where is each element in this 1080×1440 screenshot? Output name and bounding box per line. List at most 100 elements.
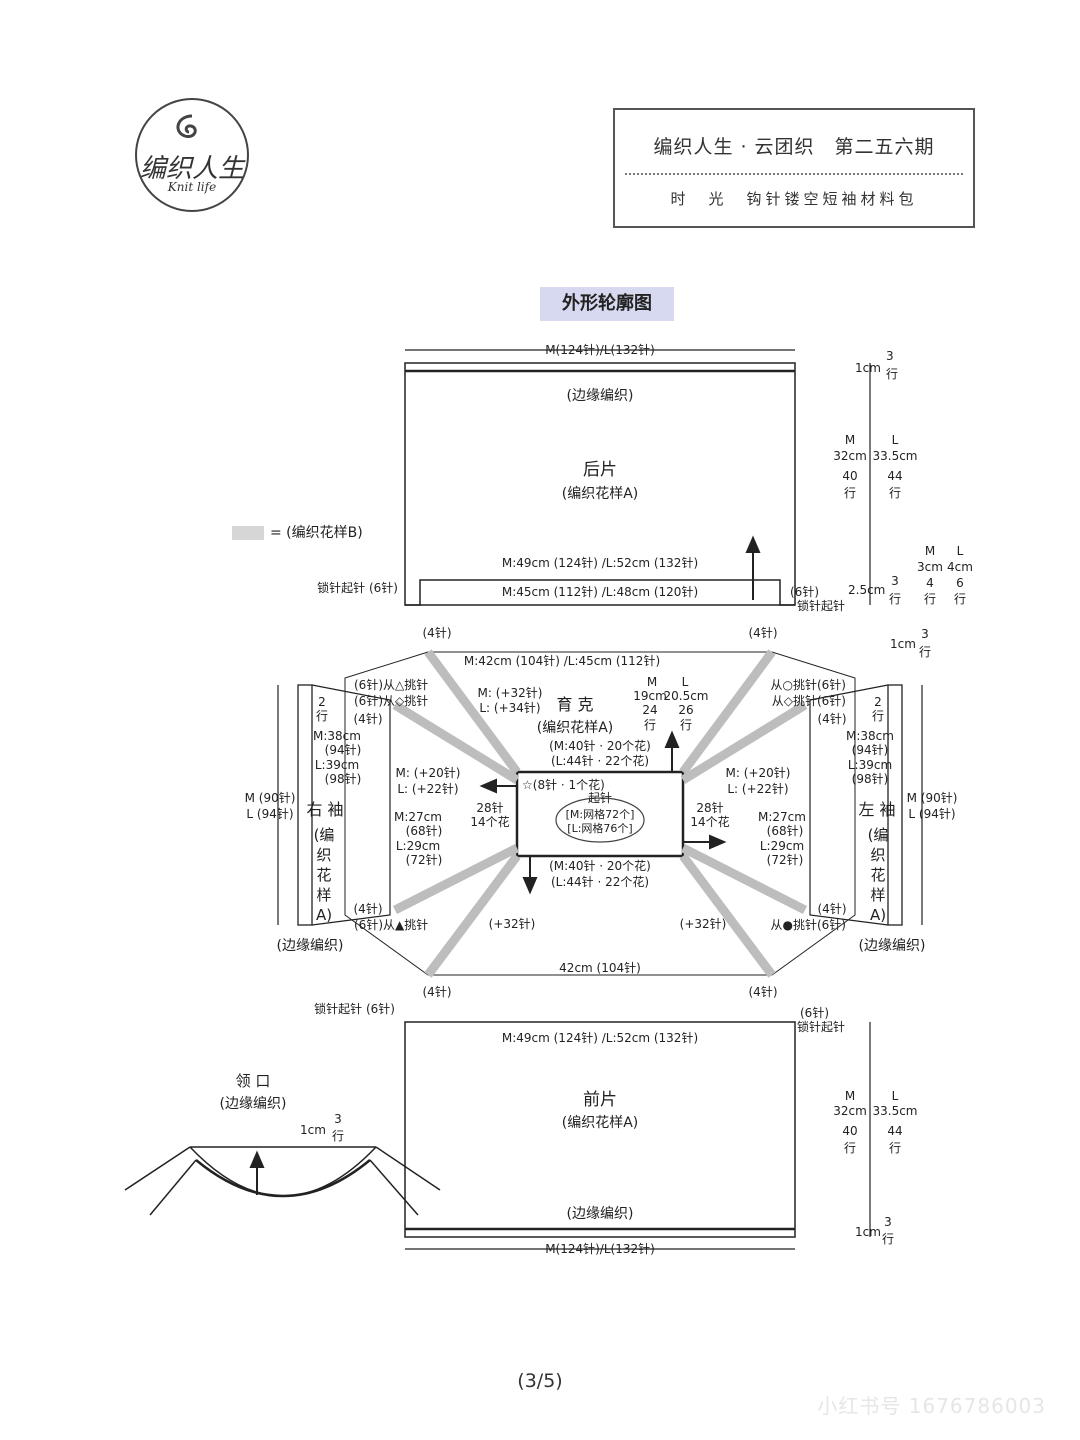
back-dim-l2-unit: 行 bbox=[954, 592, 966, 606]
left-sleeve-pattern-2: 织 bbox=[870, 846, 885, 864]
yoke-center bbox=[515, 770, 685, 858]
right-sleeve-rows: 2 bbox=[318, 695, 326, 709]
neckline-sketch bbox=[124, 1146, 441, 1216]
yoke-corner-tl: (4针) bbox=[423, 625, 452, 640]
back-dim-m-rows: 40 bbox=[842, 469, 857, 483]
front-dim-l: L bbox=[892, 1089, 899, 1103]
yoke-pattern: (编织花样A) bbox=[537, 720, 614, 736]
right-sleeve-pick3: (6针)从▲挑针 bbox=[354, 917, 428, 932]
right-sleeve-outer-l: L (94针) bbox=[246, 806, 293, 821]
right-sleeve-pick2: (6针)从◇挑针 bbox=[354, 693, 428, 708]
front-pattern: (编织花样A) bbox=[562, 1115, 639, 1131]
front-dim-unit-m: 行 bbox=[844, 1141, 856, 1155]
yoke-h-l-cm: 20.5cm bbox=[663, 689, 708, 703]
back-dim-l2-cm: 4cm bbox=[947, 560, 973, 574]
yoke-left-side2: 14个花 bbox=[470, 814, 509, 829]
back-dim-m2: M bbox=[925, 544, 935, 558]
yoke-right-inc-l: L: (+22针) bbox=[727, 781, 788, 796]
front-dim-m-rows: 40 bbox=[842, 1124, 857, 1138]
right-sleeve-l-len: L:39cm bbox=[315, 758, 359, 772]
yoke-grid-m: [M:网格72个] bbox=[566, 807, 635, 821]
yoke-h-m-rows: 24 bbox=[642, 703, 657, 717]
back-width-upper: M:49cm (124针) /L:52cm (132针) bbox=[502, 555, 698, 570]
yoke-grid-l: [L:网格76个] bbox=[567, 821, 632, 835]
left-sleeve-pattern-5: A) bbox=[870, 906, 886, 924]
yoke-bottom-width: 42cm (104针) bbox=[559, 960, 641, 975]
left-sleeve-m-len: M:38cm bbox=[846, 729, 894, 743]
right-sleeve-m-w: M:27cm bbox=[394, 810, 442, 824]
back-dim-m2-rows: 4 bbox=[926, 576, 934, 590]
back-dim-m-cm: 32cm bbox=[833, 449, 867, 463]
back-edge: (边缘编织) bbox=[567, 388, 634, 404]
back-dim-l-rows: 44 bbox=[887, 469, 902, 483]
left-sleeve-name: 左 袖 bbox=[858, 800, 895, 819]
left-sleeve-outer-l: L (94针) bbox=[908, 806, 955, 821]
yoke-right-side2: 14个花 bbox=[690, 814, 729, 829]
left-sleeve-pattern-4: 样 bbox=[870, 886, 885, 904]
left-sleeve-edge bbox=[887, 684, 903, 926]
right-sleeve-rows-unit: 行 bbox=[316, 709, 328, 723]
back-chain-right: 锁针起针 bbox=[797, 598, 845, 613]
back-top-rows: 3 bbox=[886, 349, 894, 363]
back-dim-rows-unit-m: 行 bbox=[844, 486, 856, 500]
section-title: 外形轮廓图 bbox=[540, 287, 674, 321]
right-sleeve-edge bbox=[297, 684, 313, 926]
header-subtitle: 时 光 钩针镂空短袖材料包 bbox=[670, 190, 918, 208]
front-dim-unit-l: 行 bbox=[889, 1141, 901, 1155]
back-dim-base-cm: 2.5cm bbox=[848, 583, 885, 597]
yoke-h-unit-m: 行 bbox=[644, 718, 656, 732]
yoke-inc-top-l: L: (+34针) bbox=[479, 700, 540, 715]
left-sleeve-pick3: 从●挑针(6针) bbox=[771, 917, 846, 932]
back-dim-rows-unit-l: 行 bbox=[889, 486, 901, 500]
left-sleeve-m-w-st: (68针) bbox=[767, 823, 804, 838]
yoke-h-m-cm: 19cm bbox=[633, 689, 667, 703]
back-dim-side-rows: 3 bbox=[921, 627, 929, 641]
left-sleeve-corner-top: (4针) bbox=[818, 711, 847, 726]
legend-swatch bbox=[232, 526, 264, 540]
left-sleeve-l-len: L:39cm bbox=[848, 758, 892, 772]
back-dim-m2-cm: 3cm bbox=[917, 560, 943, 574]
front-name: 前片 bbox=[583, 1090, 617, 1110]
left-sleeve-pick2: 从◇挑针(6针) bbox=[772, 693, 846, 708]
right-sleeve-pattern-2: 织 bbox=[316, 846, 331, 864]
yoke-left-side: 28针 bbox=[476, 800, 503, 815]
back-dim-l2-rows: 6 bbox=[956, 576, 964, 590]
logo-circle-icon bbox=[135, 98, 249, 212]
yoke-h-l: L bbox=[682, 675, 689, 689]
left-sleeve-m-len-st: (94针) bbox=[852, 742, 889, 757]
yoke-inner-bottom: (M:40针 · 20个花) bbox=[549, 858, 651, 873]
left-sleeve-outer-m: M (90针) bbox=[907, 790, 958, 805]
back-top-cm: 1cm bbox=[855, 361, 881, 375]
front-dim-l-rows: 44 bbox=[887, 1124, 902, 1138]
left-sleeve-m-w: M:27cm bbox=[758, 810, 806, 824]
yoke-inner-bottom-l: (L:44针 · 22个花) bbox=[551, 874, 649, 889]
back-panel bbox=[404, 362, 796, 606]
yoke-name: 育 克 bbox=[556, 695, 593, 714]
yoke-left-inc-l: L: (+22针) bbox=[397, 781, 458, 796]
front-dim-bottom-unit: 行 bbox=[882, 1232, 894, 1246]
right-sleeve-pattern-3: 花 bbox=[316, 866, 331, 884]
front-dim-bottom-cm: 1cm bbox=[855, 1225, 881, 1239]
right-sleeve-corner-bottom: (4针) bbox=[354, 901, 383, 916]
front-chain-right-count: (6针) bbox=[800, 1005, 829, 1020]
back-dim-side-unit: 行 bbox=[919, 645, 931, 659]
yoke-bottom-inc-right: (+32针) bbox=[680, 916, 727, 931]
left-sleeve-pattern-3: 花 bbox=[870, 866, 885, 884]
header-title: 编织人生 · 云团织 第二五六期 bbox=[653, 136, 935, 158]
neckline-edge: (边缘编织) bbox=[220, 1096, 287, 1112]
back-dim-side-cm: 1cm bbox=[890, 637, 916, 651]
left-sleeve-corner-bottom: (4针) bbox=[818, 901, 847, 916]
neckline-rows-unit: 行 bbox=[332, 1129, 344, 1143]
yoke-inner-top: (M:40针 · 20个花) bbox=[549, 738, 651, 753]
right-sleeve-m-len: M:38cm bbox=[313, 729, 361, 743]
back-dim-base-rows: 3 bbox=[891, 574, 899, 588]
front-dim-m-cm: 32cm bbox=[833, 1104, 867, 1118]
right-sleeve-corner-top: (4针) bbox=[354, 711, 383, 726]
right-sleeve-edge-label: (边缘编织) bbox=[277, 938, 344, 954]
right-sleeve-l-w-st: (72针) bbox=[406, 852, 443, 867]
right-sleeve-pick1: (6针)从△挑针 bbox=[354, 677, 428, 692]
logo-chinese-text: 编织人生 bbox=[139, 154, 244, 184]
yoke-bottom-inc-left: (+32针) bbox=[489, 916, 536, 931]
left-sleeve-pick1: 从○挑针(6针) bbox=[771, 677, 846, 692]
yoke-top-width: M:42cm (104针) /L:45cm (112针) bbox=[464, 653, 660, 668]
